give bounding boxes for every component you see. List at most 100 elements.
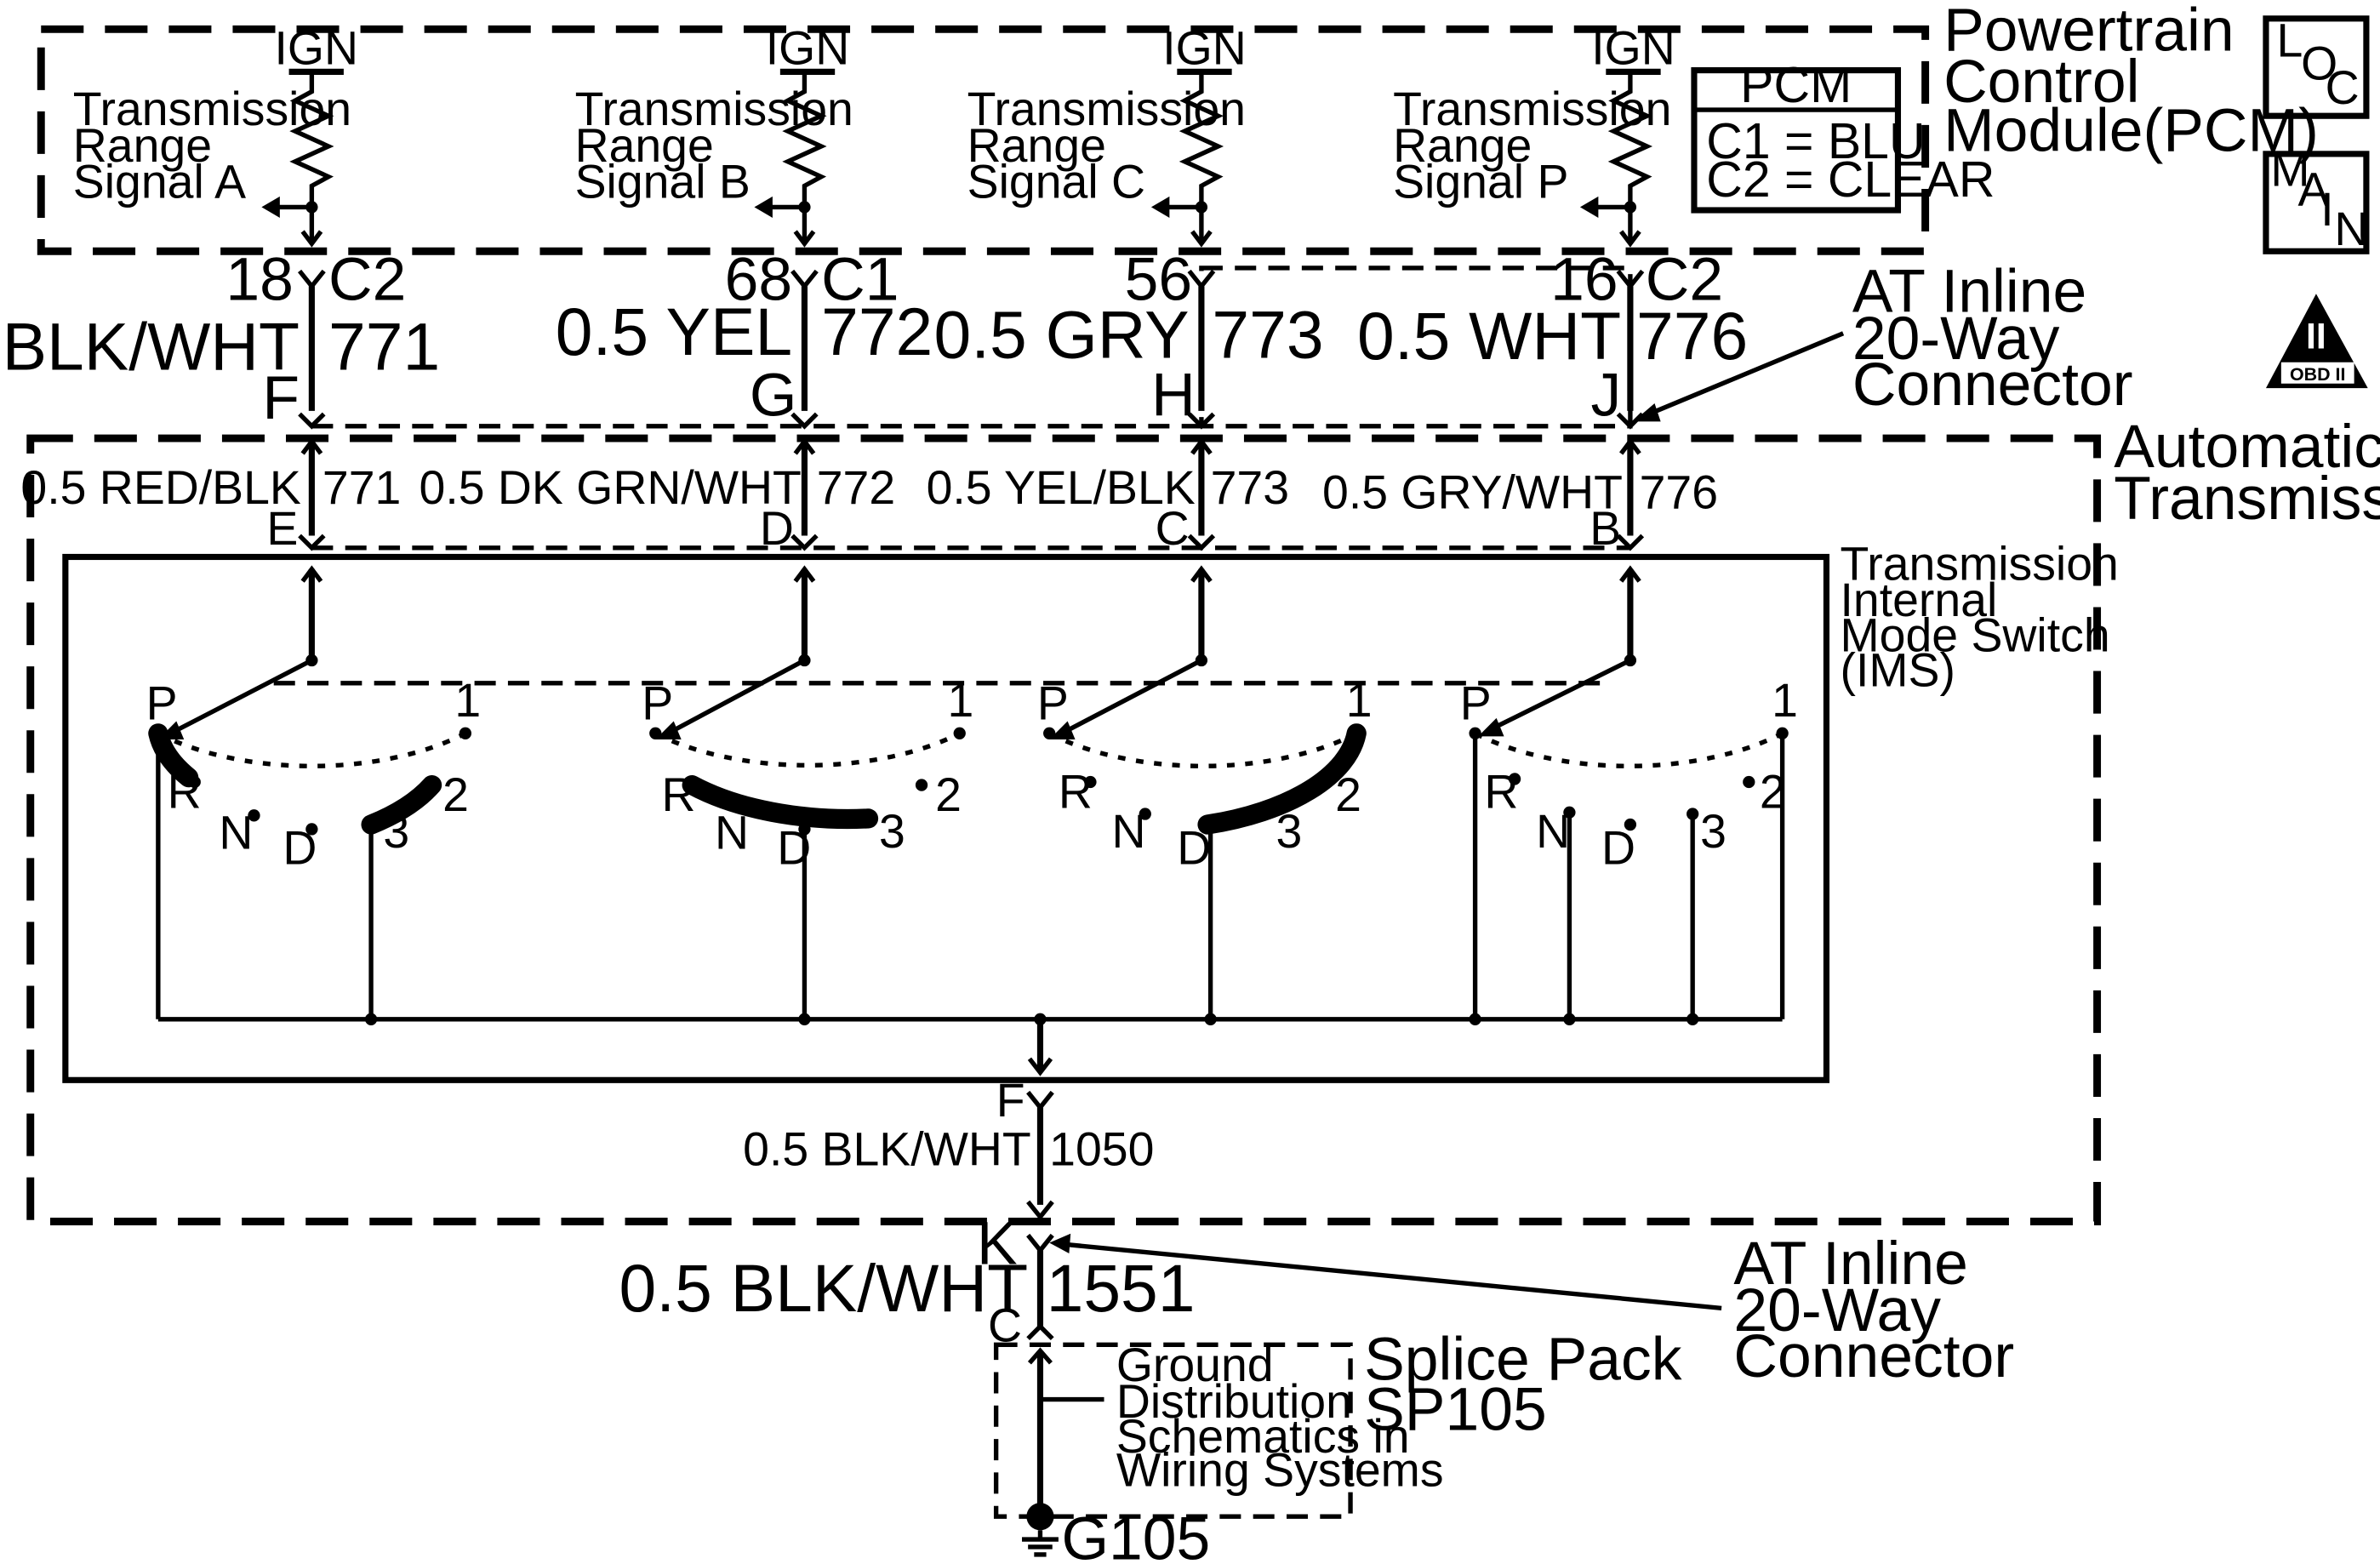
svg-text:Signal B: Signal B (575, 156, 751, 208)
svg-text:Connector: Connector (1852, 351, 2133, 419)
svg-text:0.5 BLK/WHT: 0.5 BLK/WHT (619, 1251, 1029, 1326)
svg-text:1551: 1551 (1047, 1251, 1196, 1326)
ground-splice-node (1026, 1503, 1054, 1531)
wire-772-lower: 0.5 DK GRN/WHT 772 D (419, 437, 895, 555)
svg-text:0.5 BLK/WHT: 0.5 BLK/WHT (743, 1122, 1031, 1175)
svg-text:N: N (1111, 805, 1145, 858)
svg-text:16: 16 (1550, 245, 1618, 313)
wire-771-lower: 0.5 RED/BLK 771 E (20, 437, 401, 555)
svg-text:Wiring Systems: Wiring Systems (1116, 1443, 1444, 1496)
ims-label-line-4: (IMS) (1841, 643, 1955, 696)
svg-text:C2: C2 (1646, 245, 1723, 313)
svg-text:772: 772 (821, 294, 933, 369)
svg-text:18: 18 (225, 245, 294, 313)
splice-pack-box (993, 1342, 1353, 1519)
legend-header: PCM (1740, 58, 1852, 113)
svg-text:Connector: Connector (1733, 1322, 2014, 1390)
svg-text:3: 3 (1700, 805, 1726, 858)
svg-text:P: P (1460, 677, 1492, 730)
pcm-signal-c: Transmission Range Signal C IGN (967, 21, 1247, 248)
svg-text:1050: 1050 (1049, 1122, 1154, 1175)
loc-badge[interactable]: L O C (2263, 14, 2370, 119)
at-inline-connector-top-label: AT Inline 20-Way Connector (1633, 258, 2133, 422)
svg-text:R: R (1059, 765, 1093, 818)
svg-text:Range: Range (967, 119, 1106, 172)
svg-text:II: II (2306, 317, 2326, 357)
svg-text:3: 3 (1276, 805, 1302, 858)
wire-776-lower: 0.5 GRY/WHT 776 B (1322, 437, 1718, 555)
splice-pack-label-line-2: SP105 (1364, 1375, 1547, 1443)
auto-trans-title-line-1: Automatic (2114, 413, 2380, 481)
wire-1050: F 0.5 BLK/WHT 1050 (743, 1074, 1154, 1221)
svg-text:A: A (2297, 163, 2329, 216)
svg-text:1: 1 (947, 674, 973, 727)
at-inline-connector-bottom-label: AT Inline 20-Way Connector (1049, 1230, 2014, 1390)
svg-text:M: M (2270, 143, 2309, 196)
svg-text:2: 2 (935, 768, 962, 821)
svg-text:P: P (146, 677, 178, 730)
svg-text:IGN: IGN (274, 21, 357, 74)
svg-text:R: R (1484, 765, 1518, 818)
svg-text:IGN: IGN (1591, 21, 1675, 74)
svg-text:1: 1 (454, 674, 481, 727)
pcm-connector-legend: PCM C1 = BLU C2 = CLEAR (1691, 58, 1995, 214)
svg-text:D: D (1601, 822, 1635, 875)
svg-text:P: P (642, 677, 673, 730)
svg-text:L: L (2276, 14, 2303, 66)
obd-ii-badge[interactable]: II OBD II (2265, 294, 2368, 389)
ground-distribution-note: Ground Distribution Schematics in Wiring… (1027, 1339, 1444, 1510)
svg-text:776: 776 (1640, 465, 1718, 518)
wire-1551: K 0.5 BLK/WHT 1551 C (619, 1210, 1196, 1352)
c1-connector-outline (1199, 265, 1633, 429)
svg-text:0.5 YEL: 0.5 YEL (556, 294, 792, 369)
pcm-title-line-2: Control (1943, 48, 2139, 116)
svg-text:0.5 GRY/WHT: 0.5 GRY/WHT (1322, 465, 1623, 518)
svg-text:1: 1 (1346, 674, 1373, 727)
wire-776-upper: 16 C2 0.5 WHT 776 J (1357, 245, 1748, 430)
svg-text:F: F (996, 1074, 1025, 1127)
splice-pack-label-line-1: Splice Pack (1364, 1325, 1682, 1393)
svg-text:20-Way: 20-Way (1852, 305, 2060, 373)
pcm-title-line-3: Module(PCM) (1943, 96, 2319, 164)
svg-text:O: O (2301, 37, 2337, 89)
pcm-signal-p: Transmission Range Signal P IGN (1393, 21, 1675, 248)
main-badge[interactable]: M A I N (2263, 143, 2370, 255)
svg-text:F: F (262, 364, 300, 432)
ims-switch-a: P R N D 3 2 1 (146, 565, 481, 1019)
svg-text:0.5 WHT: 0.5 WHT (1357, 299, 1621, 374)
svg-text:Ground: Ground (1116, 1339, 1274, 1391)
svg-text:N: N (2334, 203, 2368, 255)
svg-text:G: G (750, 361, 797, 429)
svg-text:K: K (977, 1210, 1018, 1278)
svg-text:P: P (1037, 677, 1069, 730)
ground-id-label: G105 (1061, 1504, 1210, 1564)
ims-label-line-2: Internal (1841, 574, 1998, 626)
ims-switch-p: P R N D 3 2 1 (1460, 565, 1798, 1019)
svg-text:I: I (2320, 183, 2333, 236)
ims-switch-c: P R N D 3 2 1 (1037, 565, 1373, 1019)
pcm-box (37, 25, 1930, 255)
svg-text:2: 2 (1335, 768, 1361, 821)
svg-text:Signal A: Signal A (73, 156, 246, 208)
svg-text:Range: Range (575, 119, 714, 172)
svg-text:C2: C2 (328, 245, 406, 313)
svg-text:H: H (1151, 361, 1196, 429)
svg-text:3: 3 (879, 805, 905, 858)
svg-text:0.5 GRY: 0.5 GRY (933, 297, 1189, 372)
svg-text:Signal C: Signal C (967, 156, 1145, 208)
svg-text:Schematics in: Schematics in (1116, 1410, 1410, 1463)
svg-text:J: J (1590, 361, 1621, 429)
svg-text:Distribution: Distribution (1116, 1375, 1352, 1428)
pcm-signal-a: Transmission Range Signal A IGN (73, 21, 358, 248)
ims-ground-bus (157, 1013, 1783, 1076)
svg-text:C1: C1 (821, 245, 899, 313)
svg-text:20-Way: 20-Way (1733, 1276, 1941, 1344)
svg-text:Signal P: Signal P (1393, 156, 1568, 208)
wire-772-upper: 68 C1 0.5 YEL 772 G (556, 245, 933, 430)
svg-text:OBD II: OBD II (2290, 364, 2346, 385)
auto-trans-title-line-2: Transmission (2114, 465, 2380, 533)
svg-text:0.5 YEL/BLK: 0.5 YEL/BLK (927, 461, 1196, 514)
svg-text:68: 68 (725, 245, 793, 313)
svg-text:772: 772 (817, 461, 895, 514)
